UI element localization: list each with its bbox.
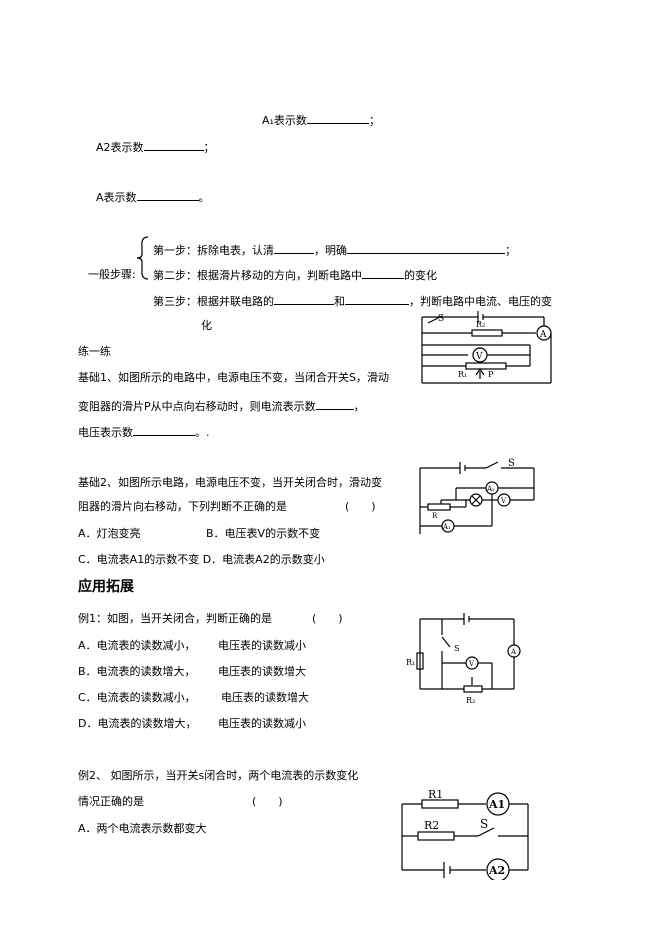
c4-s-label: S (480, 817, 488, 831)
c1-s-label: S (438, 314, 444, 324)
circuit-diagram-1: S R₂ R₁ P A V (421, 311, 552, 384)
ex1-option-d-voltage: 电压表的读数减小 (218, 717, 306, 730)
step3-text-3: ，判断电路中电流、电压的变 (409, 295, 552, 308)
c2-s-label: S (508, 458, 515, 469)
c1-p-label: P (488, 370, 494, 379)
c2-a1-label: A₁ (442, 523, 451, 531)
c2-r-label: R (432, 512, 438, 520)
q2-line2-text: 阻器的滑片向右移动，下列判断不正确的是 (78, 500, 287, 513)
a-label: A表示数 (96, 191, 137, 204)
q1-line1: 基础1、如图所示的电路中，电源电压不变，当闭合开关S，滑动 (78, 371, 389, 384)
ex1-option-c-voltage: 电压表的读数增大 (221, 691, 309, 704)
c1-r2-label: R₂ (476, 320, 485, 329)
c2-v-label: V (500, 497, 507, 505)
step1-end: ； (505, 244, 516, 257)
c3-s-label: S (454, 644, 459, 653)
q2-opt-cd: C．电流表A1的示数不变 D．电流表A2的示数变小 (78, 553, 325, 566)
a1-label: A₁表示数 (262, 114, 307, 127)
step3-text: 第三步：根据并联电路的 (153, 295, 274, 308)
ex1-option-a-voltage: 电压表的读数减小 (218, 639, 306, 652)
ex2-opt-a: A．两个电流表示数都变大 (78, 822, 207, 835)
ex1-option-b-voltage: 电压表的读数增大 (218, 665, 306, 678)
c4-a2-label: A2 (488, 864, 505, 877)
a1-line: A₁表示数 ； (262, 112, 380, 128)
ex1-paren: ( ) (312, 612, 343, 625)
step1-text: 第一步：拆除电表，认清 (153, 244, 274, 257)
q1-line2-text: 变阻器的滑片P从中点向右移动时，则电流表示数 (78, 400, 316, 413)
a-line: A表示数 。 (96, 189, 210, 205)
practice-heading: 练一练 (78, 345, 111, 358)
c1-v-label: V (475, 352, 483, 362)
a2-line: A2表示数 ； (96, 139, 215, 155)
ex1-option-a-current: A．电流表的读数减小， (78, 639, 196, 652)
left-brace (136, 236, 149, 280)
c3-r1-label: R₁ (406, 658, 415, 667)
ex1-option-d-current: D．电流表的读数增大， (78, 717, 197, 730)
q1-line2-end: ， (353, 400, 365, 413)
step3: 第三步：根据并联电路的 和 ，判断电路中电流、电压的变 (153, 293, 552, 309)
circuit-diagram-3: S R₁ R₂ V A (406, 613, 521, 705)
step2-blank (362, 267, 404, 279)
step2-text-2: 的变化 (404, 269, 437, 282)
c3-r2-label: R₂ (466, 696, 475, 705)
c4-r1-label: R1 (428, 790, 443, 801)
q1-blank-1 (315, 398, 354, 410)
switch-blade (427, 315, 443, 324)
c1-r1-label: R₁ (458, 370, 467, 379)
circuit-diagram-2: S A₂ V A₁ R (419, 458, 535, 534)
circuit-diagram-4: R1 R2 S A1 A2 (401, 790, 529, 880)
step1-blank-2 (347, 242, 505, 254)
c1-a-label: A (539, 330, 547, 340)
ex2-line2: 情况正确的是 (78, 795, 144, 808)
step3-blank-1 (274, 293, 334, 305)
q2-opt-b: B．电压表V的示数不变 (206, 527, 321, 540)
ex2-line1: 例2、 如图所示，当开关s闭合时，两个电流表的示数变化 (78, 769, 359, 782)
q2-opt-a: A．灯泡变亮 (78, 527, 141, 540)
q1-line3-text: 电压表示数 (78, 426, 133, 439)
c2-a2-label: A₂ (486, 485, 495, 493)
a-period: 。 (198, 191, 210, 204)
step1: 第一步：拆除电表，认清 ，明确 ； (153, 242, 516, 258)
q1-line3-end: 。. (195, 426, 210, 439)
q2-line2: 阻器的滑片向右移动，下列判断不正确的是 (78, 500, 287, 514)
c4-a1-label: A1 (488, 798, 505, 811)
step2: 第二步：根据滑片移动的方向，判断电路中 的变化 (153, 267, 437, 283)
a2-blank (143, 139, 204, 151)
step1-blank-1 (274, 242, 314, 254)
q1-blank-2 (133, 424, 195, 436)
ex1-option-c-current: C．电流表的读数减小， (78, 691, 196, 704)
step1-text-2: ，明确 (314, 244, 347, 257)
step2-text: 第二步：根据滑片移动的方向，判断电路中 (153, 269, 362, 282)
q2-line1: 基础2、如图所示电路，电源电压不变，当开关闭合时，滑动变 (78, 476, 382, 489)
step3-cont: 化 (201, 319, 212, 332)
q2-paren: ( ) (345, 500, 376, 513)
ex2-paren: ( ) (252, 795, 283, 808)
step3-text-2: 和 (334, 295, 345, 308)
a1-blank (306, 112, 369, 124)
ex1-option-b-current: B．电流表的读数增大， (78, 665, 196, 678)
c3-a-label: A (510, 648, 517, 656)
ex1-stem: 例1：如图，当开关闭合，判断正确的是 (78, 612, 272, 625)
steps-label: 一般步骤: (88, 268, 136, 281)
step3-blank-2 (345, 293, 409, 305)
q1-line2: 变阻器的滑片P从中点向右移动时，则电流表示数 ， (78, 398, 365, 414)
q1-line3: 电压表示数 。. (78, 424, 210, 440)
a2-label: A2表示数 (96, 141, 144, 154)
a1-semicolon: ； (368, 114, 380, 127)
a2-semicolon: ； (203, 141, 215, 154)
a-blank (136, 189, 199, 201)
apply-heading: 应用拓展 (78, 579, 134, 595)
c3-v-label: V (468, 660, 475, 668)
c4-r2-label: R2 (424, 819, 439, 832)
